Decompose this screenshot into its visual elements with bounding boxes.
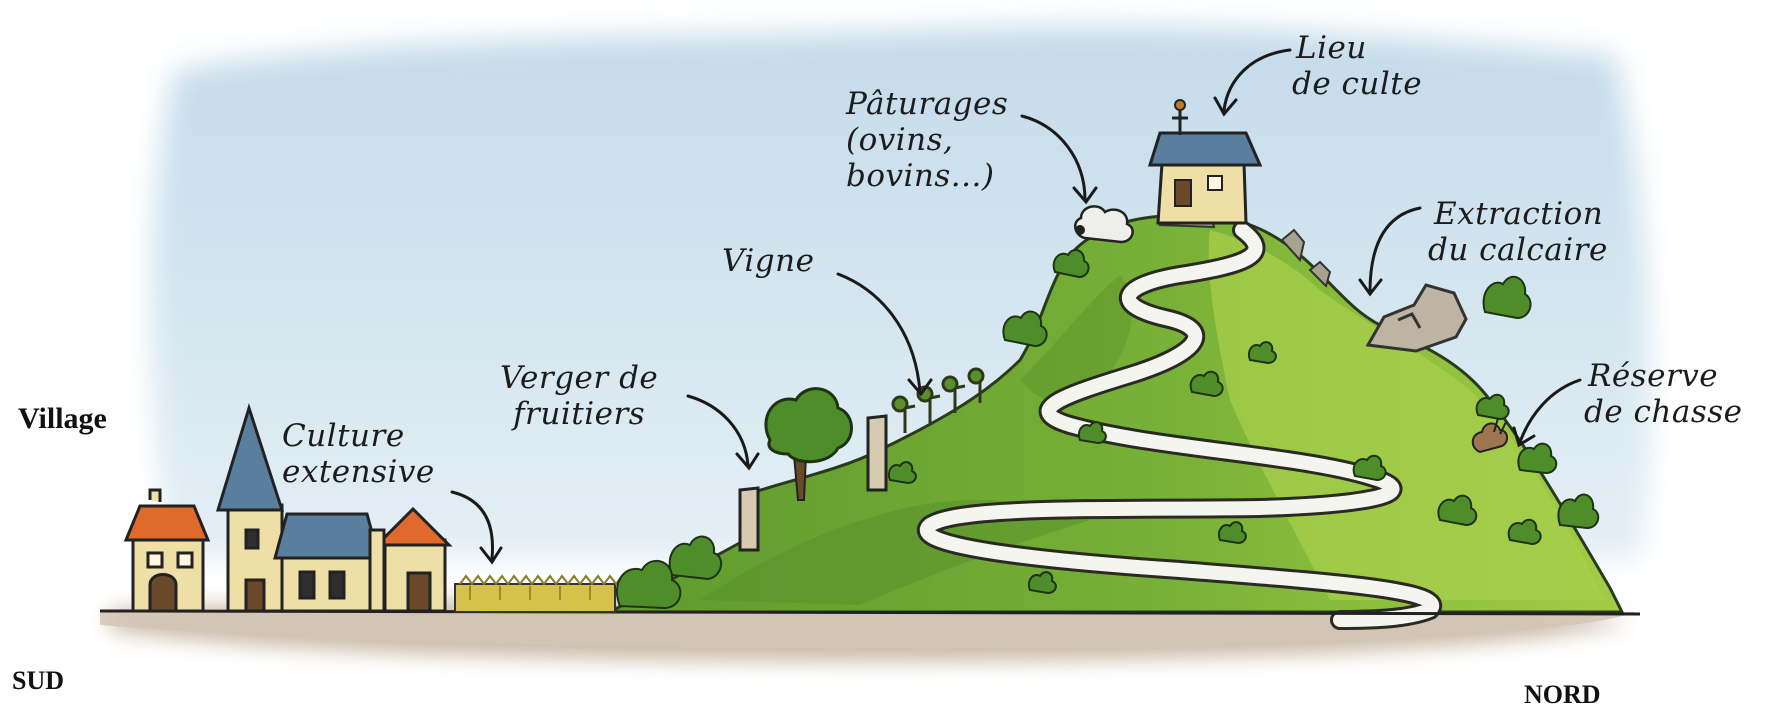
label-culture-extensive: Culture extensive xyxy=(282,418,435,490)
ground-band xyxy=(100,612,1635,649)
leader-arrows xyxy=(450,48,1582,565)
shrubs xyxy=(668,249,1600,595)
label-verger-fruitiers: Verger de fruitiers xyxy=(500,360,659,432)
village-buildings xyxy=(123,402,453,613)
winding-road-surface xyxy=(920,223,1440,627)
hill-shadow-patch xyxy=(1020,275,1132,403)
label-lieu-de-culte: Lieu de culte xyxy=(1292,30,1423,102)
label-north: NORD xyxy=(1524,680,1601,709)
vineyard xyxy=(891,367,985,433)
label-extraction-calcaire: Extraction du calcaire xyxy=(1428,196,1608,268)
quarry-rocks xyxy=(1365,283,1468,353)
hare-icon xyxy=(1471,417,1508,454)
wheat-field xyxy=(454,574,629,613)
label-paturages: Pâturages (ovins, bovins...) xyxy=(846,86,1009,194)
label-vigne: Vigne xyxy=(722,243,815,279)
fruit-tree xyxy=(764,387,853,501)
sheep-icon xyxy=(1073,205,1134,244)
stone-posts xyxy=(738,414,888,552)
label-south: SUD xyxy=(12,666,65,695)
field-shrub xyxy=(615,559,682,610)
label-village: Village xyxy=(18,402,107,435)
label-reserve-de-chasse: Réserve de chasse xyxy=(1584,358,1743,430)
chapel-icon xyxy=(1147,99,1263,225)
hill-shadow-patch xyxy=(700,500,1090,605)
